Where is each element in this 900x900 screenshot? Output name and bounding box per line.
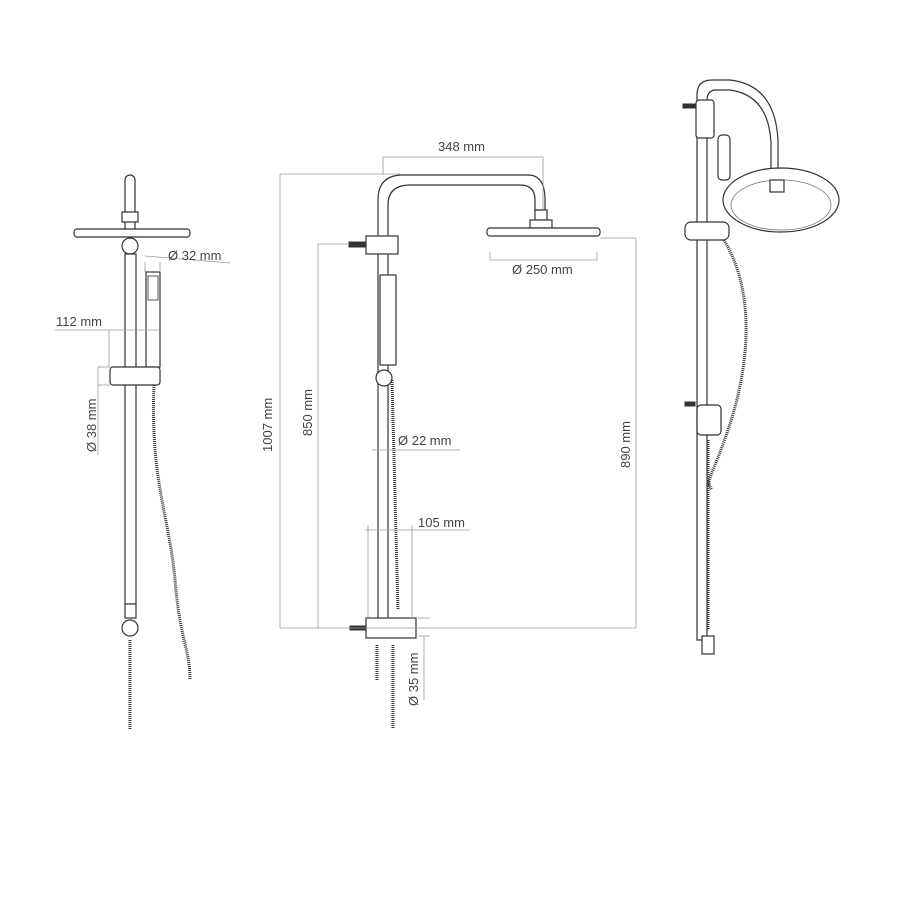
- head-diameter-label: Ø 250 mm: [512, 262, 573, 277]
- front-hand-shower: [379, 274, 397, 366]
- side-hose: [152, 384, 192, 681]
- perspective-holder: [684, 221, 730, 241]
- front-head-connector: [529, 219, 553, 229]
- side-arm-joint: [121, 237, 139, 255]
- holder-diameter-label: Ø 38 mm: [84, 399, 99, 452]
- front-shower-head: [486, 227, 601, 237]
- rail-height-label: 850 mm: [300, 389, 315, 436]
- head-height-label: 890 mm: [618, 421, 633, 468]
- perspective-hand-shower: [717, 134, 731, 181]
- perspective-view: [682, 79, 840, 655]
- side-shower-head: [73, 228, 191, 238]
- mixer-diameter-label: Ø 35 mm: [406, 653, 421, 706]
- side-holder: [109, 366, 161, 386]
- front-view: 348 mm Ø 250 mm 1007 mm 850 mm 890 mm Ø …: [260, 139, 637, 728]
- pipe-diameter-label: Ø 22 mm: [398, 433, 451, 448]
- perspective-mixer: [696, 404, 722, 436]
- hand-shower-diameter-label: Ø 32 mm: [168, 248, 221, 263]
- front-hose: [390, 379, 400, 611]
- side-hand-shower-nozzles: [147, 275, 159, 301]
- front-holder: [375, 369, 393, 387]
- mixer-width-label: 105 mm: [418, 515, 465, 530]
- front-upper-diverter: [365, 235, 399, 255]
- side-rail: [124, 253, 137, 605]
- side-arm: [124, 174, 136, 236]
- front-pipe-and-arm: [377, 174, 546, 621]
- front-upper-handle: [348, 241, 367, 248]
- perspective-bottom-connector: [701, 635, 715, 655]
- perspective-shower-head: [722, 167, 840, 233]
- total-height-label: 1007 mm: [260, 398, 275, 452]
- holder-offset-label: 112 mm: [56, 314, 102, 329]
- perspective-upper-diverter: [695, 99, 715, 139]
- arm-length-label: 348 mm: [438, 139, 485, 154]
- side-view: Ø 32 mm 112 mm Ø 38 mm: [55, 174, 231, 730]
- perspective-hose: [707, 239, 748, 491]
- side-bottom-joint: [121, 619, 139, 637]
- side-head-connector: [121, 211, 139, 223]
